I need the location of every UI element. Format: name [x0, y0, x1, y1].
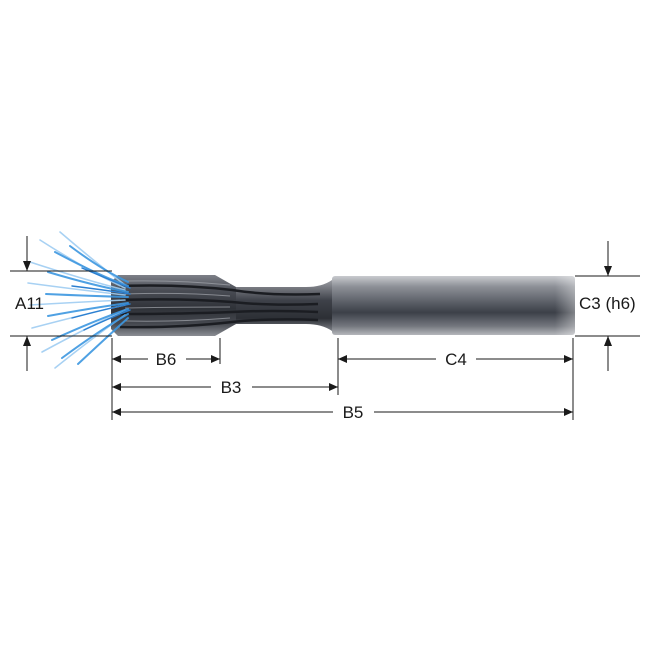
label-b5: B5 [343, 403, 364, 422]
dimension-b5: B5 [112, 403, 573, 422]
dimension-a11: A11 [10, 236, 112, 371]
tool-flutes [119, 284, 321, 329]
label-b6: B6 [156, 350, 177, 369]
reamer-tool [111, 275, 575, 336]
label-c4: C4 [445, 350, 467, 369]
shank-end-highlight [555, 276, 575, 335]
extension-lines [111, 338, 574, 420]
label-a11: A11 [15, 294, 44, 313]
label-c3: C3 (h6) [579, 294, 636, 313]
label-b3: B3 [221, 378, 242, 397]
dimension-c4: C4 [338, 350, 573, 369]
dimension-b6: B6 [112, 350, 220, 369]
tool-shank [332, 276, 575, 335]
dimension-c3: C3 (h6) [575, 241, 640, 371]
coolant-jets [27, 231, 131, 369]
dimension-b3: B3 [112, 378, 338, 397]
